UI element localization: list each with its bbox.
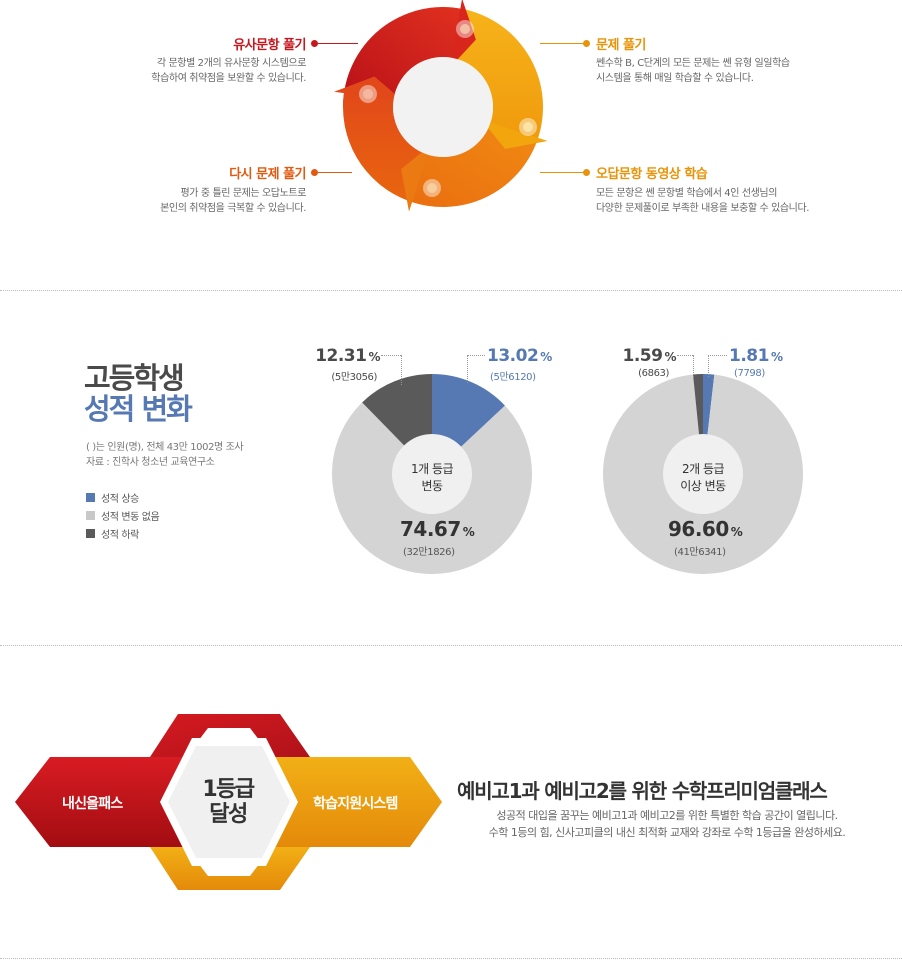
leader-line [677,355,693,356]
pie-chart-one-grade [332,374,532,574]
cycle-item-title: 유사문항 풀기 [233,38,306,53]
leader-line [708,355,727,356]
pie1-center-label: 1개 등급 변동 [410,462,454,493]
connector-line [318,172,352,173]
cycle-arrow-head [334,76,404,102]
section-divider [0,958,902,959]
legend-swatch [86,529,95,538]
promo-right-label: 학습지원시스템 [313,796,398,812]
pie1-rise-pct: 13.02% [487,346,552,366]
promo-left-label: 내신올패스 [62,796,123,812]
pie1-nochange-count: (32만1826) [403,547,455,558]
legend-item-nochange: 성적 변동 없음 [86,508,160,523]
cycle-highlight-dot [460,24,470,34]
pie1-nochange-pct: 74.67% [400,517,475,541]
pie2-center-hole [663,434,743,514]
connector-dot [583,169,590,176]
cycle-arrow-head [401,145,431,212]
cycle-item-desc: 각 문항별 2개의 유사문항 시스템으로 학습하여 취약점을 보완할 수 있습니… [151,58,306,84]
pie2-drop-count: (6863) [638,368,669,379]
leader-line [381,355,401,356]
cycle-arrow-head [449,0,476,68]
connector-dot [311,40,318,47]
cycle-item-desc: 쎈수학 B, C단계의 모든 문제는 쎈 유형 일일학습 시스템을 통해 매일 … [596,58,790,84]
legend-item-rise: 성적 상승 [86,490,139,505]
promo-desc: 성공적 대입을 꿈꾸는 예비고1과 예비고2를 위한 특별한 학습 공간이 열립… [488,809,846,839]
pie1-center-hole [392,434,472,514]
stats-note: ( )는 인원(명), 전체 43만 1002명 조사 [86,442,244,453]
cycle-highlight-dot [523,122,533,132]
cycle-segment-yellow [453,9,543,142]
cycle-item-title: 오답문항 동영상 학습 [596,167,708,182]
pie2-center-label: 2개 등급 이상 변동 [680,462,726,493]
learning-cycle-diagram [334,0,548,212]
pie2-rise-pct: 1.81% [729,346,783,366]
pie2-nochange-pct: 96.60% [668,517,743,541]
pie-chart-two-grades [603,374,803,574]
cycle-highlight-dot [363,89,373,99]
promo-center-text: 1등급 달성 [202,777,255,827]
stats-title-line1: 고등학생 [84,361,185,395]
center-hexagon-inner [168,746,290,858]
leader-line [401,355,402,385]
pie1-rise-count: (5만6120) [490,372,536,383]
pie2-drop-pct: 1.59% [622,346,677,366]
leader-line [467,355,468,383]
pie1-drop-count: (5만3056) [331,372,377,383]
cycle-item-title: 다시 문제 풀기 [229,167,306,182]
cycle-item-desc: 모든 문항은 쎈 문항별 학습에서 4인 선생님의 다양한 문제풀이로 부족한 … [596,188,810,214]
connector-dot [583,40,590,47]
promo-hexagon-graphic [15,714,442,890]
connector-line [540,43,586,44]
section-divider [0,645,902,646]
connector-line [540,172,586,173]
pie2-rise-count: (7798) [734,368,765,379]
cycle-item-desc: 평가 중 틀린 문제는 오답노트로 본인의 취약점을 극복할 수 있습니다. [160,188,306,214]
cycle-item-title: 문제 풀기 [596,38,646,53]
cycle-center [393,57,493,157]
pie1-drop-pct: 12.31% [315,346,380,366]
connector-line [318,43,358,44]
legend-item-drop: 성적 하락 [86,526,139,541]
leader-line [467,355,485,356]
stats-source: 자료 : 진학사 청소년 교육연구소 [86,457,215,468]
section-divider [0,290,902,291]
cycle-arrow-head [481,119,548,149]
pie2-nochange-count: (41만6341) [674,547,726,558]
stats-title-line2: 성적 변화 [84,392,193,426]
cycle-highlight-dot [427,183,437,193]
leader-line [693,355,694,377]
legend-swatch [86,511,95,520]
connector-dot [311,169,318,176]
leader-line [708,355,709,377]
promo-title: 예비고1과 예비고2를 위한 수학프리미엄클래스 [457,779,828,803]
legend-swatch [86,493,95,502]
